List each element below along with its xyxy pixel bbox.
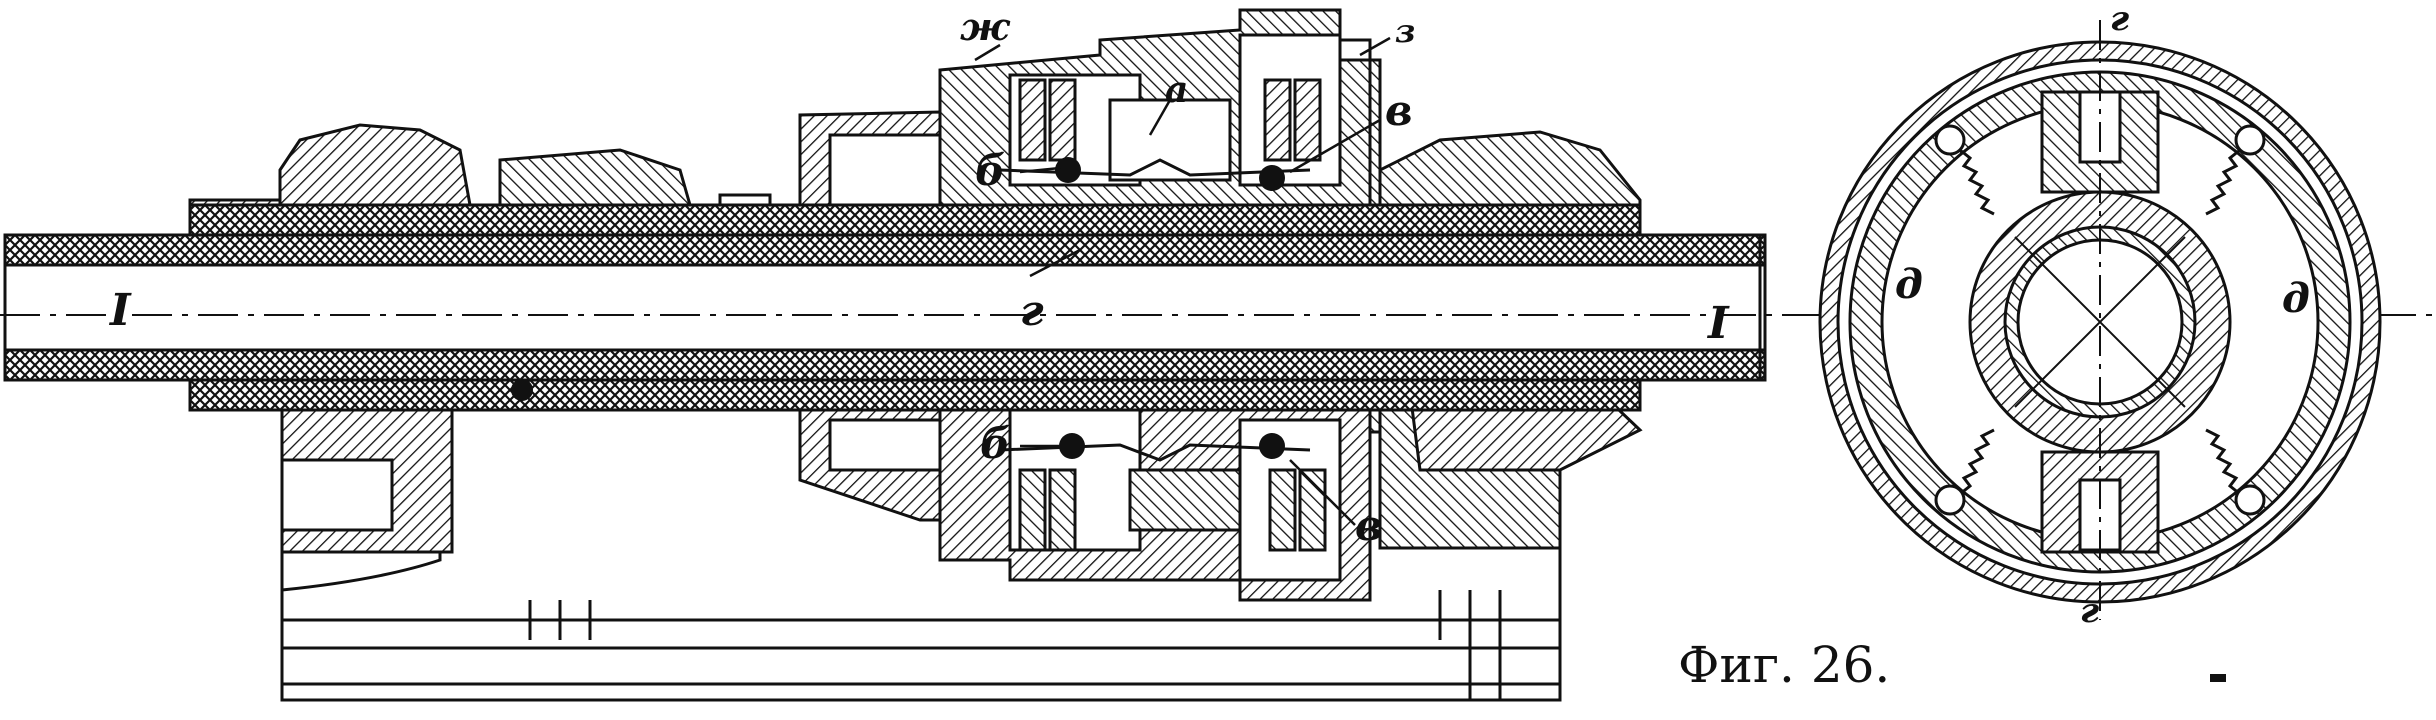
label-z: з — [1395, 12, 1415, 50]
leader-lines — [974, 36, 1391, 526]
side-section-view — [0, 8, 2436, 702]
label-v-top: в — [1385, 86, 1413, 135]
ink-dot — [2210, 674, 2226, 682]
label-b-bottom: б — [980, 419, 1010, 468]
clutch-housing-top — [938, 8, 1382, 207]
balls — [511, 157, 1285, 459]
label-d-right: д — [2282, 275, 2310, 322]
label-I-left: I — [108, 285, 132, 336]
label-d-left: д — [1895, 261, 1923, 308]
end-section-view — [1818, 20, 2382, 620]
label-g-shaft: г — [1020, 286, 1044, 335]
label-a: а — [1165, 69, 1188, 111]
label-g-top-end: г — [2110, 0, 2129, 39]
label-v-bottom: в — [1355, 501, 1383, 550]
label-g-bottom-end: г — [2080, 591, 2099, 631]
label-b-top: б — [975, 146, 1005, 195]
figure-caption: Фиг. 26. — [1678, 636, 1890, 694]
label-I-right: I — [1706, 298, 1730, 349]
label-zh: ж — [960, 4, 1011, 49]
labels: ж з а б в г б в I I г г д д Фиг. 26. — [108, 0, 2310, 694]
shaft-sleeve — [3, 203, 1767, 412]
